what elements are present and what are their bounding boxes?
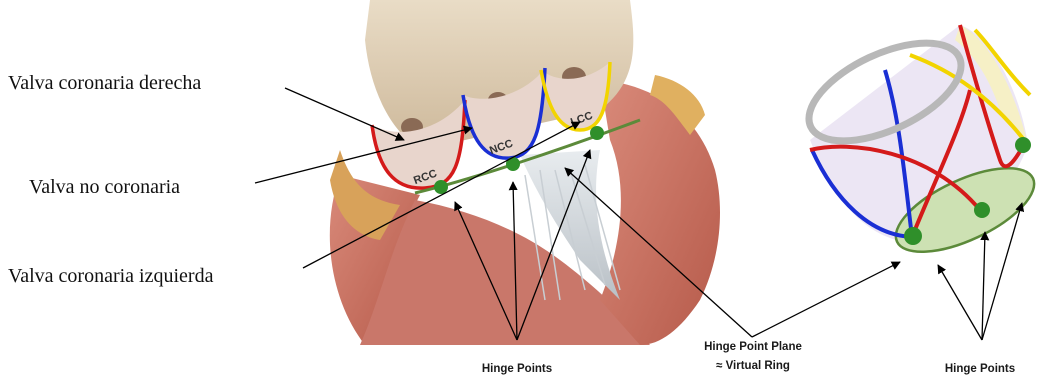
anatomy-illustration: RCC NCC LCC [330,0,720,345]
caption-hinge-plane-line2: ≈ Virtual Ring [700,360,806,372]
schematic-hinge-point-3 [1015,137,1031,153]
arrow-hinge-right-1 [938,265,982,340]
right-muscle-wall [600,80,720,345]
arrow-plane-2 [752,262,900,337]
schematic-hinge-point-1 [904,227,922,245]
arrow-hinge-right-2 [982,232,985,340]
caption-hinge-plane-line1: Hinge Point Plane [700,341,806,353]
label-left-coronary: Valva coronaria izquierda [8,265,213,288]
label-right-coronary: Valva coronaria derecha [8,72,201,95]
hinge-point-rcc [434,180,448,194]
label-non-coronary: Valva no coronaria [29,176,180,199]
hinge-point-lcc [590,126,604,140]
hinge-point-ncc [506,157,520,171]
valve-schematic [795,23,1039,269]
caption-hinge-points-right: Hinge Points [932,363,1028,375]
schematic-hinge-point-2 [974,202,990,218]
caption-hinge-points-left: Hinge Points [470,363,564,375]
